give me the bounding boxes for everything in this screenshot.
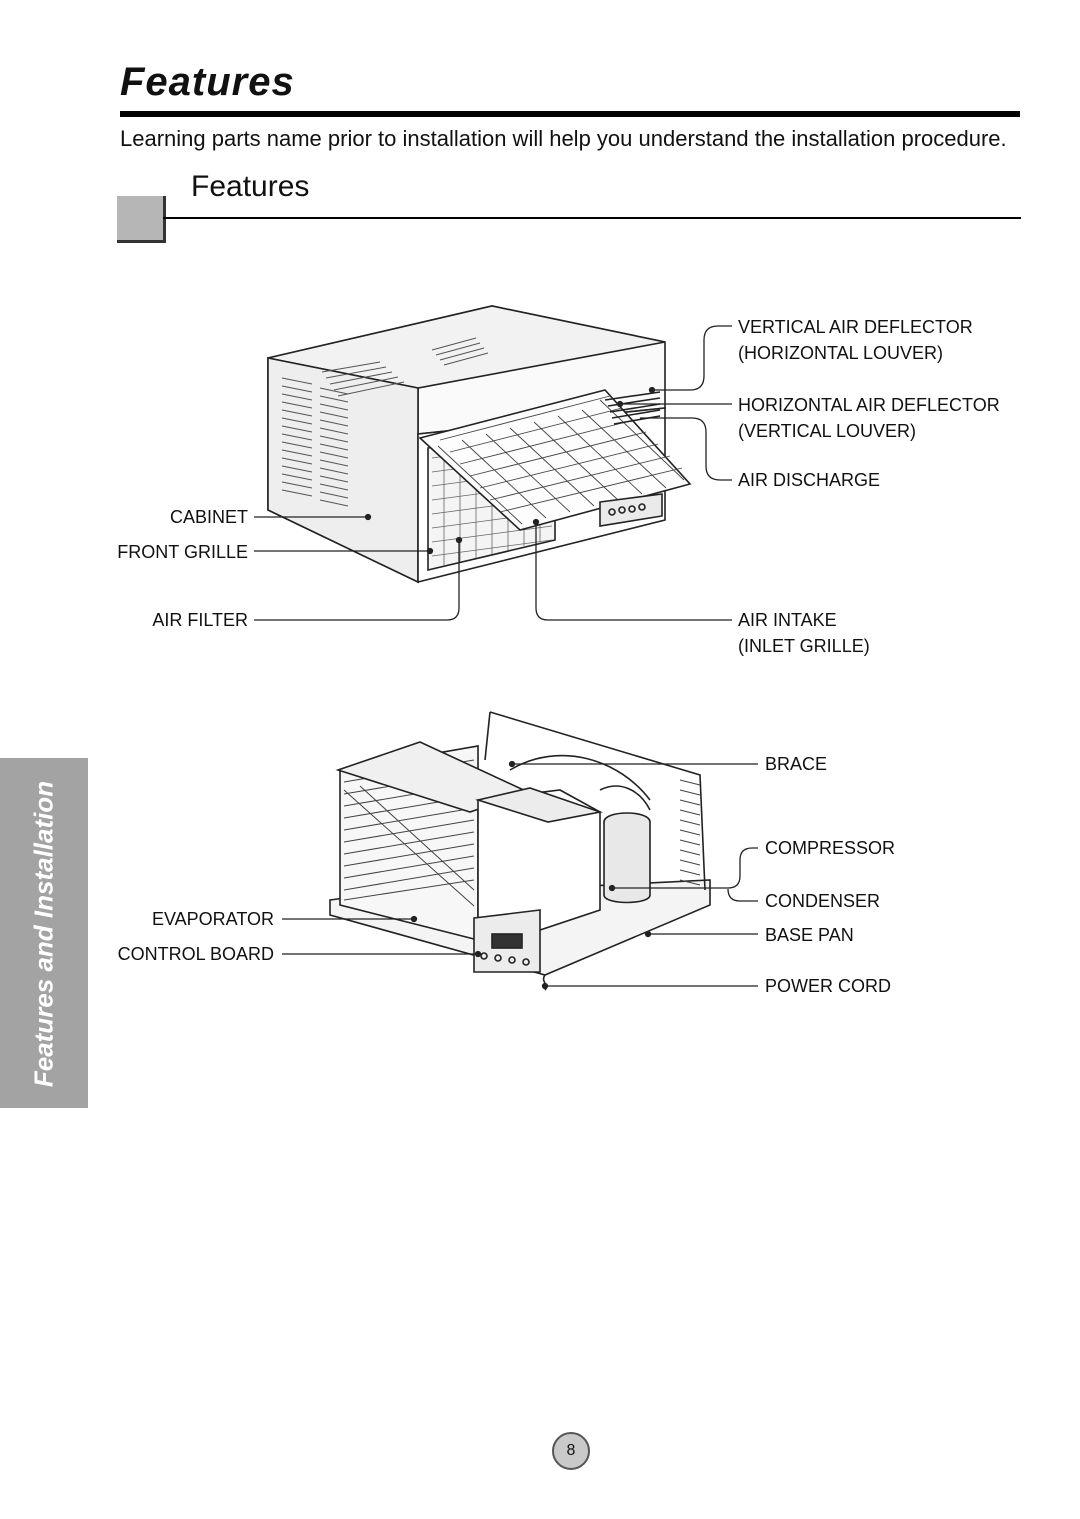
label-vertical-air-deflector: VERTICAL AIR DEFLECTOR xyxy=(738,317,973,337)
side-tab xyxy=(0,758,88,1108)
label-air-discharge: AIR DISCHARGE xyxy=(738,470,881,490)
label-cabinet: CABINET xyxy=(169,507,248,527)
label-evaporator: EVAPORATOR xyxy=(151,909,274,929)
title-rule xyxy=(120,111,1020,117)
label-front-grille: FRONT GRILLE xyxy=(117,542,248,562)
leader-lines-bottom xyxy=(282,760,758,990)
label-vertical-louver: (VERTICAL LOUVER) xyxy=(738,421,917,441)
label-control-board: CONTROL BOARD xyxy=(117,944,274,964)
room-unit-drawing xyxy=(267,305,692,584)
leader-lines-top xyxy=(254,325,732,621)
label-inlet-grille: (INLET GRILLE) xyxy=(738,636,870,656)
page-number: 8 xyxy=(552,1432,590,1470)
section-marker xyxy=(117,196,166,243)
label-compressor: COMPRESSOR xyxy=(765,838,896,858)
label-power-cord: POWER CORD xyxy=(765,976,891,996)
intro-text: Learning parts name prior to installatio… xyxy=(120,126,1007,151)
label-brace: BRACE xyxy=(765,754,828,774)
label-air-intake: AIR INTAKE xyxy=(738,610,837,630)
section-title: Features xyxy=(191,170,310,203)
section-rule xyxy=(163,217,1021,219)
label-condenser: CONDENSER xyxy=(765,891,881,911)
page-title: Features xyxy=(120,60,295,104)
label-base-pan: BASE PAN xyxy=(765,925,854,945)
chassis-drawing xyxy=(329,711,711,991)
label-air-filter: AIR FILTER xyxy=(152,610,248,630)
label-horizontal-air-deflector: HORIZONTAL AIR DEFLECTOR xyxy=(738,395,1000,415)
label-horizontal-louver: (HORIZONTAL LOUVER) xyxy=(738,343,944,363)
